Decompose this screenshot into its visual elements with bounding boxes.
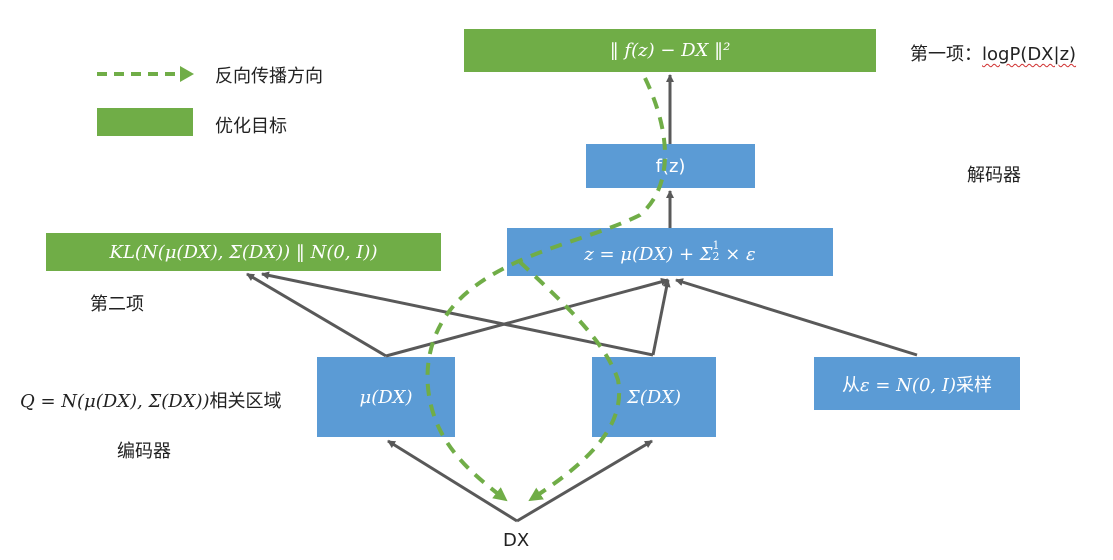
- sigma-text: Σ(DX): [626, 386, 682, 408]
- reconstruction-objective: ‖ f(z) − DX ‖²: [464, 29, 876, 72]
- arrow-sigma-to-z: [651, 279, 671, 356]
- encoder-label: 编码器: [117, 441, 171, 462]
- arrow-mu-to-kl: [246, 272, 387, 358]
- sigma-node: Σ(DX): [592, 357, 716, 437]
- reconstruction-objective-text: ‖ f(z) − DX ‖²: [609, 40, 731, 61]
- second-term-label: 第二项: [90, 294, 144, 315]
- q-region-label: Q = N(μ(DX), Σ(DX))相关区域: [20, 391, 282, 412]
- legend-backprop-label: 反向传播方向: [215, 66, 323, 87]
- arrow-eps-to-z: [675, 278, 918, 357]
- epsilon-sample-node: 从ε = N(0, I)采样: [814, 357, 1020, 410]
- decoder-fz-node: f(z): [586, 144, 755, 188]
- mu-text: μ(DX): [359, 386, 413, 408]
- input-dx-label: DX: [503, 530, 530, 551]
- legend-objective-swatch: [97, 108, 193, 136]
- epsilon-text: 从ε = N(0, I)采样: [842, 374, 992, 396]
- arrow-mu-to-z: [385, 277, 669, 358]
- arrow-dx-to-sigma: [516, 439, 653, 523]
- first-term-label: 第一项：logP(DX|z): [910, 44, 1077, 65]
- fz-text: f(z): [655, 155, 686, 177]
- kl-objective-text: KL(N(μ(DX), Σ(DX)) ‖ N(0, I)): [109, 241, 378, 263]
- decoder-label: 解码器: [967, 165, 1021, 186]
- arrow-dx-to-mu: [387, 439, 518, 523]
- arrow-sigma-to-kl: [261, 271, 654, 357]
- legend-objective-label: 优化目标: [215, 116, 287, 137]
- kl-objective: KL(N(μ(DX), Σ(DX)) ‖ N(0, I)): [46, 233, 441, 271]
- mu-node: μ(DX): [317, 357, 455, 437]
